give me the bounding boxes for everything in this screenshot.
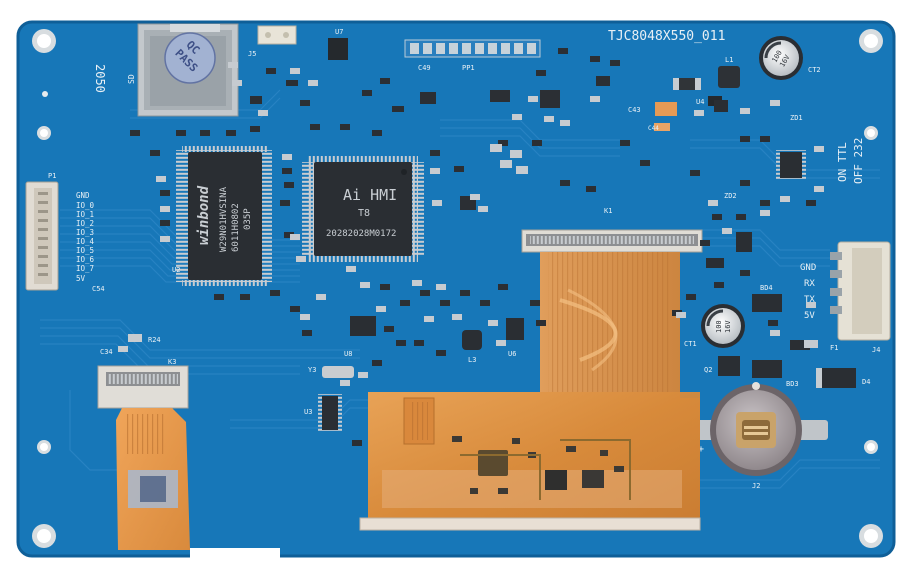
- p1-pin-io0: IO_0: [76, 201, 95, 210]
- k3-flex-cable: K3: [97, 358, 190, 550]
- u7-chip: [328, 38, 348, 60]
- p1-pin-labels: GND IO_0 IO_1 IO_2 IO_3 IO_4 IO_5 IO_6 I…: [76, 191, 95, 283]
- bd4-label: BD4: [760, 284, 773, 292]
- sd-label: SD: [127, 74, 136, 84]
- ct2-capacitor: 100 16V CT2: [759, 36, 821, 80]
- onoff-on: ON TTL: [836, 142, 849, 182]
- u2-label: U2: [172, 266, 180, 274]
- j4-pin-gnd: GND: [800, 263, 816, 273]
- ct2-label: CT2: [808, 66, 821, 74]
- p1-pin-io5: IO_5: [76, 246, 94, 255]
- j4-connector: J4: [830, 241, 891, 354]
- d4-label: D4: [862, 378, 870, 386]
- c54-label: C54: [92, 285, 105, 293]
- display-flex-cable: [359, 252, 701, 531]
- p1-pin-io1: IO_1: [76, 210, 94, 219]
- q2-label: Q2: [704, 366, 712, 374]
- y3-label: Y3: [308, 366, 316, 374]
- c34-label: C34: [100, 348, 113, 356]
- flash-code1: 6011H0802: [231, 203, 241, 252]
- j4-label: J4: [872, 346, 880, 354]
- flash-brand: winbond: [196, 185, 212, 245]
- fpc-connector-k1: K1: [521, 207, 703, 253]
- j5-label: J5: [248, 50, 256, 58]
- mounting-holes: [32, 29, 883, 548]
- l1-inductor: [718, 66, 740, 88]
- mcu-code: 20282028M0172: [326, 229, 396, 239]
- c44-capacitor: [654, 123, 670, 131]
- u3-label: U3: [304, 408, 312, 416]
- f1-label: F1: [830, 344, 838, 352]
- flash-code2: 035P: [243, 208, 253, 230]
- pp1-header: PP1 C49: [404, 39, 541, 72]
- p1-pin-io4: IO_4: [76, 237, 95, 246]
- j2-label: J2: [752, 482, 760, 490]
- j5-connector: J5: [248, 25, 297, 58]
- u8-chip: [350, 316, 376, 336]
- k1-label: K1: [604, 207, 612, 215]
- coin-cell-holder: J2 +: [692, 382, 828, 490]
- c43-label: C43: [628, 106, 641, 114]
- c43-capacitor: [655, 102, 677, 116]
- sd-card-slot: QC PASS SD 2050: [93, 23, 239, 117]
- u8-label: U8: [344, 350, 352, 358]
- p1-pin-io7: IO_7: [76, 264, 94, 273]
- bd3-label: BD3: [786, 380, 799, 388]
- mcu-chip: Ai HMI T8 20282028M0172 U1: [296, 156, 424, 264]
- p1-pin-5v: 5V: [76, 274, 86, 283]
- u7-label: U7: [335, 28, 343, 36]
- ct1-voltage: 16V: [724, 320, 732, 333]
- pp1-label: PP1: [462, 64, 475, 72]
- y3-crystal: [322, 366, 354, 378]
- u6-label: U6: [508, 350, 516, 358]
- p1-label: P1: [48, 172, 56, 180]
- flash-part: W29N01HVSINA: [219, 186, 229, 252]
- u4-label: U4: [696, 98, 704, 106]
- j4-pin-rx: RX: [804, 279, 815, 289]
- j4-pin-labels: GND RX TX 5V: [800, 263, 816, 321]
- k3-label: K3: [168, 358, 176, 366]
- p1-pin-io6: IO_6: [76, 255, 95, 264]
- qc-pass-sticker: [164, 32, 216, 84]
- onoff-off: OFF 232: [852, 138, 865, 184]
- flash-chip: winbond W29N01HVSINA 6011H0802 035P U2: [172, 146, 272, 286]
- model-label: TJC8048X550_011: [608, 29, 725, 44]
- r24-label: R24: [148, 336, 161, 344]
- bd3-part: [752, 360, 782, 378]
- bd4-part: [752, 294, 782, 312]
- j4-pin-5v: 5V: [804, 311, 815, 321]
- p1-connector: P1: [25, 172, 59, 291]
- p1-pin-io2: IO_2: [76, 219, 94, 228]
- c44-label: C44: [648, 125, 659, 132]
- u6-chip: [506, 318, 524, 340]
- mcu-model: T8: [358, 208, 370, 219]
- zd1-label: ZD1: [790, 114, 803, 122]
- smd-components: [130, 48, 824, 446]
- year-mark: 2050: [93, 64, 107, 93]
- l1-label: L1: [725, 56, 733, 64]
- d4-diode: [816, 368, 856, 388]
- u3-chip: U3: [304, 394, 342, 432]
- ct1-label: CT1: [684, 340, 697, 348]
- j4-pin-tx: TX: [804, 295, 815, 305]
- l3-inductor: [462, 330, 482, 350]
- mcu-brand: Ai HMI: [343, 186, 397, 204]
- pcb-traces: [40, 89, 880, 489]
- zd2-label: ZD2: [724, 192, 737, 200]
- ct1-value: 100: [715, 320, 723, 333]
- plus-mark: +: [698, 444, 704, 455]
- c49-label: C49: [418, 64, 431, 72]
- p1-pin-gnd: GND: [76, 191, 90, 200]
- l3-label: L3: [468, 356, 476, 364]
- f1-fuse: [790, 340, 810, 350]
- ct1-capacitor: 100 16V CT1: [684, 304, 745, 348]
- p1-pin-io3: IO_3: [76, 228, 94, 237]
